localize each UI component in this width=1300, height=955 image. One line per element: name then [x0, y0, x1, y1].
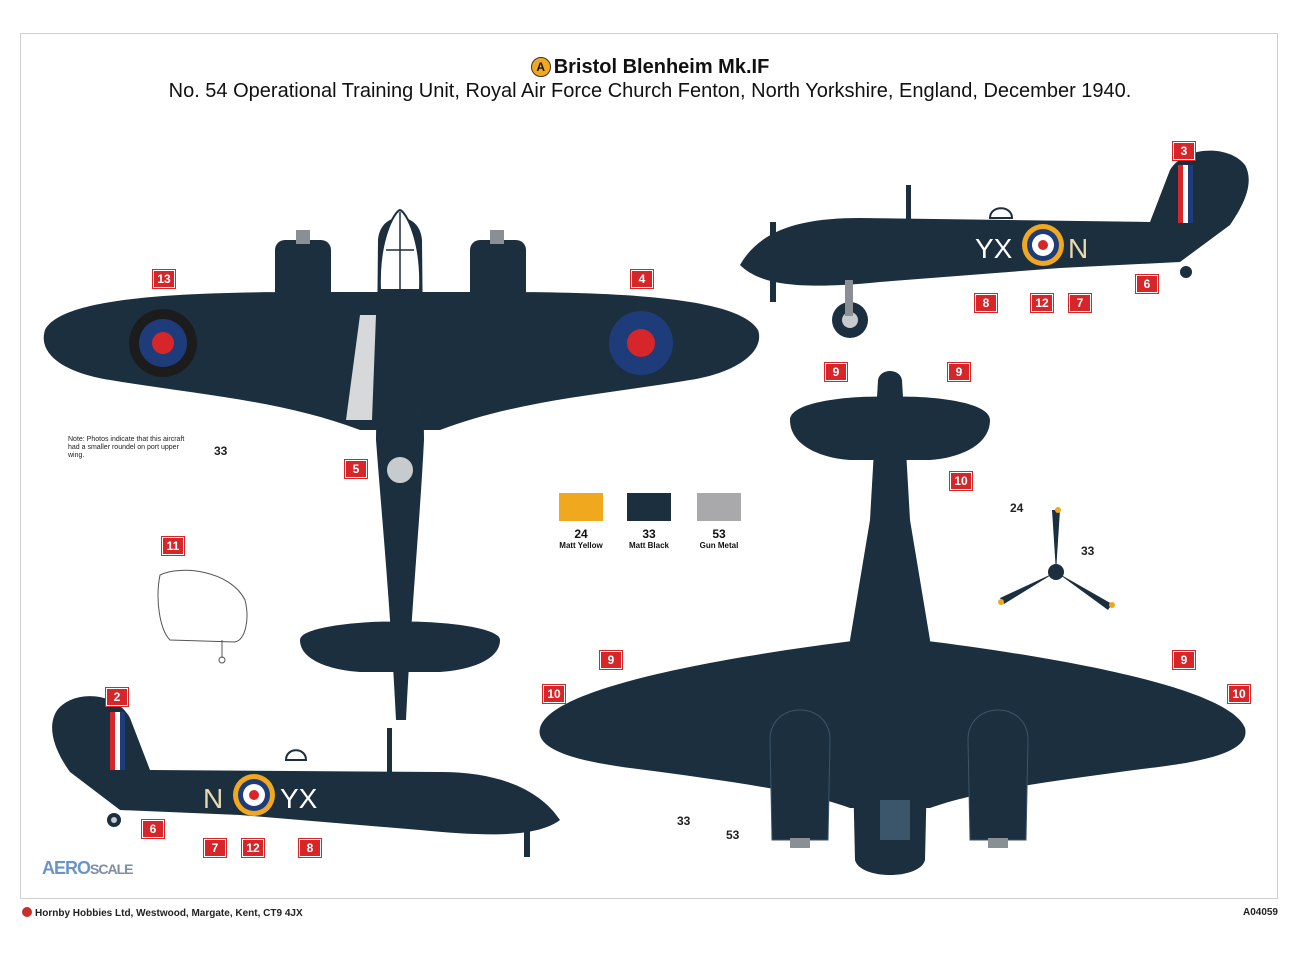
swatch-name-yellow: Matt Yellow [559, 541, 603, 550]
top-tailplane [300, 621, 500, 672]
label-53-underside: 53 [726, 828, 740, 842]
sheet-frame [20, 33, 1278, 899]
code-letter-n-left: N [203, 783, 223, 814]
swatch-matt-yellow [559, 493, 603, 521]
swatch-name-gunmetal: Gun Metal [699, 541, 739, 550]
roundel-starboard-centre [627, 329, 655, 357]
callout-12: 12 [1030, 293, 1054, 313]
callout-10-tail: 10 [949, 471, 973, 491]
top-turret [385, 455, 415, 485]
callout-7: 7 [1068, 293, 1092, 313]
callout-2: 2 [105, 687, 129, 707]
callout-7-left: 7 [203, 838, 227, 858]
callout-10-wing-left: 10 [542, 684, 566, 704]
side-view-starboard: YX N [740, 150, 1249, 338]
code-letters-yx-left: YX [280, 783, 318, 814]
footer-code: A04059 [1242, 907, 1278, 918]
plan-view-underside [539, 371, 1246, 875]
callout-9-tail-right: 9 [947, 362, 971, 382]
swatch-num-53: 53 [712, 527, 726, 541]
swatch-matt-black [627, 493, 671, 521]
note-text: Note: Photos indicate that this aircraft… [68, 436, 185, 459]
code-letters-yx-right: YX [975, 233, 1013, 264]
swatch-num-33: 33 [642, 527, 656, 541]
callout-9-wing-right: 9 [1172, 650, 1196, 670]
label-24-prop: 24 [1010, 501, 1024, 515]
callout-8: 8 [974, 293, 998, 313]
title-text: Bristol Blenheim Mk.IF [553, 56, 770, 78]
scheme-badge: A [530, 57, 551, 77]
side-fuselage-left [52, 696, 560, 835]
propeller-detail [998, 507, 1115, 610]
callout-8-left: 8 [298, 838, 322, 858]
callout-10-wing-right: 10 [1227, 684, 1251, 704]
callout-9-tail-left: 9 [824, 362, 848, 382]
swatch-name-black: Matt Black [628, 541, 669, 550]
label-33-wing: 33 [214, 444, 228, 458]
callout-3: 3 [1172, 141, 1196, 161]
callout-11: 11 [161, 536, 185, 556]
callout-5: 5 [344, 459, 368, 479]
label-33-prop: 33 [1081, 544, 1095, 558]
watermark-scale: SCALE [90, 861, 133, 877]
callout-4: 4 [630, 269, 654, 289]
code-letter-n-right: N [1068, 233, 1088, 264]
watermark-aero: AERO [42, 858, 91, 878]
under-fuselage [850, 371, 930, 875]
under-nacelle-port [769, 709, 831, 841]
swatch-gun-metal [697, 493, 741, 521]
side-fuselage-right [740, 150, 1249, 286]
footer-address: Hornby Hobbies Ltd, Westwood, Margate, K… [22, 907, 303, 919]
watermark: AEROSCALE [42, 858, 133, 879]
footer-address-text: Hornby Hobbies Ltd, Westwood, Margate, K… [35, 908, 303, 919]
under-nacelle-starboard [967, 709, 1029, 841]
side-view-port: N YX [52, 696, 560, 857]
under-tailplane [790, 396, 990, 460]
callout-6-left: 6 [141, 819, 165, 839]
top-engine-starboard [470, 240, 526, 310]
top-engine-port [275, 240, 331, 310]
callout-13: 13 [152, 269, 176, 289]
swatch-num-24: 24 [574, 527, 588, 541]
callout-12-left: 12 [241, 838, 265, 858]
wing-walk-panel [346, 315, 376, 420]
plan-view-top [43, 208, 760, 720]
label-33-underside: 33 [677, 814, 691, 828]
roundel-port-centre [152, 332, 174, 354]
callout-6: 6 [1135, 274, 1159, 294]
nose-detail [157, 569, 248, 664]
hornby-logo-icon [22, 907, 32, 917]
callout-9-wing-left: 9 [599, 650, 623, 670]
page-subtitle: No. 54 Operational Training Unit, Royal … [168, 80, 1132, 102]
